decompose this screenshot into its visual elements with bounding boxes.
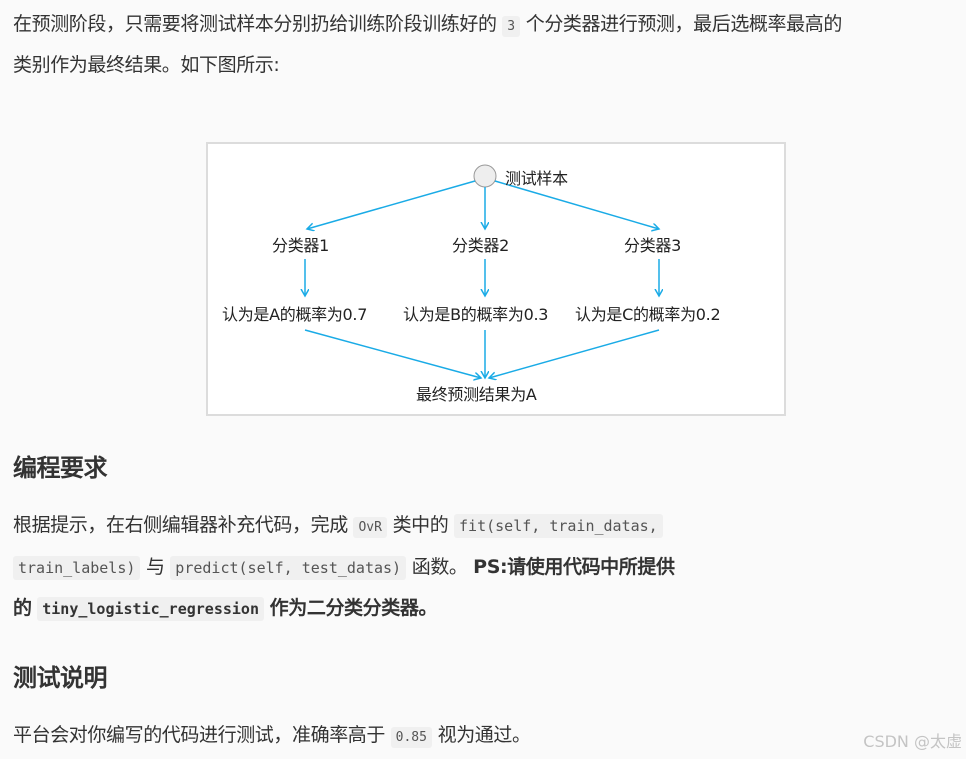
intro-line-1: 在预测阶段，只需要将测试样本分别扔给训练阶段训练好的 3 个分类器进行预测，最后…: [13, 3, 842, 48]
requirements-note: PS:请使用代码中所提供: [473, 556, 675, 578]
inline-code-tiny-logistic-regression: tiny_logistic_regression: [37, 597, 264, 621]
probability-c-label: 认为是C的概率为0.2: [575, 305, 721, 324]
requirements-text: 根据提示，在右侧编辑器补充代码，完成: [13, 514, 348, 536]
diagram-arrows: [208, 164, 788, 418]
requirements-text: 函数。: [411, 556, 468, 578]
test-sample-node-icon: [473, 164, 497, 188]
test-text: 平台会对你编写的代码进行测试，准确率高于: [13, 724, 386, 746]
requirements-text: 与: [146, 556, 165, 578]
test-text: 视为通过。: [437, 724, 531, 746]
csdn-watermark: CSDN @太虚: [863, 732, 962, 751]
requirements-line-1: 根据提示，在右侧编辑器补充代码，完成 OvR 类中的 fit(self, tra…: [13, 504, 663, 549]
classifier-1-label: 分类器1: [272, 236, 329, 255]
requirements-text: 类中的: [392, 514, 449, 536]
intro-text: 个分类器进行预测，最后选概率最高的: [525, 13, 843, 35]
final-result-label: 最终预测结果为A: [416, 385, 537, 404]
requirements-line-3: 的 tiny_logistic_regression 作为二分类分类器。: [13, 587, 437, 630]
programming-requirements-heading: 编程要求: [13, 454, 108, 482]
intro-text: 类别作为最终结果。如下图所示:: [13, 54, 280, 76]
classifier-3-label: 分类器3: [624, 236, 681, 255]
inline-code-3: 3: [502, 16, 521, 37]
inline-code-fit-cont: train_labels): [13, 556, 141, 580]
classifier-2-label: 分类器2: [452, 236, 509, 255]
inline-code-predict: predict(self, test_datas): [170, 556, 407, 580]
probability-a-label: 认为是A的概率为0.7: [222, 305, 368, 324]
inline-code-ovr: OvR: [353, 517, 387, 538]
requirements-note: 作为二分类分类器。: [269, 597, 438, 619]
test-sample-label: 测试样本: [505, 169, 568, 188]
requirements-line-2: train_labels) 与 predict(self, test_datas…: [13, 546, 675, 589]
test-description-heading: 测试说明: [13, 664, 108, 692]
intro-text: 在预测阶段，只需要将测试样本分别扔给训练阶段训练好的: [13, 13, 497, 35]
probability-b-label: 认为是B的概率为0.3: [403, 305, 549, 324]
intro-line-2: 类别作为最终结果。如下图所示:: [13, 44, 280, 86]
requirements-note: 的: [13, 597, 32, 619]
test-description-line: 平台会对你编写的代码进行测试，准确率高于 0.85 视为通过。: [13, 714, 531, 759]
inline-code-fit: fit(self, train_datas,: [454, 514, 663, 538]
inline-code-threshold: 0.85: [390, 727, 432, 748]
ovr-prediction-diagram: 测试样本 分类器1 分类器2 分类器3 认为是A的概率为0.7 认为是B的概率为…: [206, 142, 786, 416]
